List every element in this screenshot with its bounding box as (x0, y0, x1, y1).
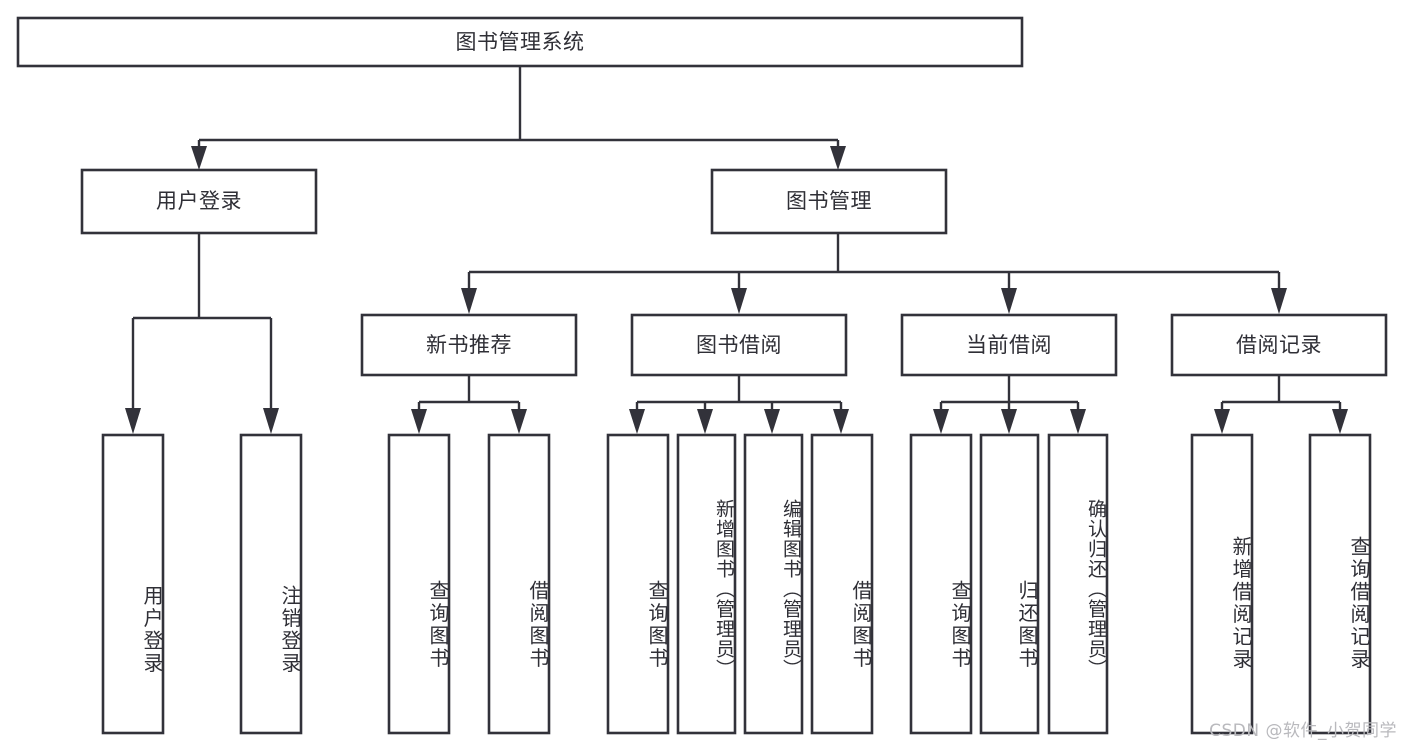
node-box-leaf-edit-book[interactable] (743, 433, 804, 735)
node-box-book-borrow[interactable] (630, 313, 848, 377)
node-box-leaf-query-book-2[interactable] (606, 433, 670, 735)
arrowhead-borrow-record (1271, 288, 1287, 314)
arrowhead-leaf-query-book-3 (933, 409, 949, 434)
node-box-current-borrow[interactable] (900, 313, 1118, 377)
node-box-leaf-borrow-book-1[interactable] (487, 433, 551, 735)
node-box-leaf-query-book-3[interactable] (909, 433, 973, 735)
node-box-leaf-user-login[interactable] (101, 433, 165, 735)
arrowhead-book-borrow (731, 288, 747, 314)
node-box-leaf-return-book[interactable] (979, 433, 1040, 735)
node-box-leaf-query-book-1[interactable] (387, 433, 451, 735)
node-box-leaf-add-record[interactable] (1190, 433, 1254, 735)
node-box-new-book-recommend[interactable] (360, 313, 578, 377)
node-box-leaf-borrow-book-2[interactable] (810, 433, 874, 735)
arrowhead-book-manage (830, 146, 846, 170)
arrowhead-leaf-edit-book (764, 409, 780, 434)
arrowhead-leaf-user-logout (263, 408, 279, 434)
arrowhead-current-borrow (1001, 288, 1017, 314)
node-box-book-manage[interactable] (710, 168, 948, 235)
arrowhead-leaf-query-book-2 (629, 409, 645, 434)
arrowhead-user-login (191, 146, 207, 170)
arrowhead-leaf-borrow-book-1 (511, 409, 527, 434)
arrowhead-leaf-add-book (697, 409, 713, 434)
arrowhead-new-book-recommend (461, 288, 477, 314)
node-box-borrow-record[interactable] (1170, 313, 1388, 377)
node-box-user-login[interactable] (80, 168, 318, 235)
node-box-leaf-confirm-return[interactable] (1047, 433, 1109, 735)
arrowhead-group (125, 146, 1348, 434)
arrowhead-leaf-query-record (1332, 409, 1348, 434)
arrowhead-leaf-confirm-return (1070, 409, 1086, 434)
node-box-leaf-query-record[interactable] (1308, 433, 1372, 735)
node-box-leaf-add-book[interactable] (676, 433, 737, 735)
watermark-text: CSDN @软件_小贺同学 (1209, 721, 1397, 741)
arrowhead-leaf-return-book (1001, 409, 1017, 434)
arrowhead-leaf-user-login (125, 408, 141, 434)
node-box-group (16, 16, 1388, 735)
arrowhead-leaf-query-book-1 (411, 409, 427, 434)
node-box-leaf-user-logout[interactable] (239, 433, 303, 735)
connector-group (131, 66, 1342, 409)
node-box-root[interactable] (16, 16, 1024, 68)
arrowhead-leaf-add-record (1214, 409, 1230, 434)
arrowhead-leaf-borrow-book-2 (833, 409, 849, 434)
